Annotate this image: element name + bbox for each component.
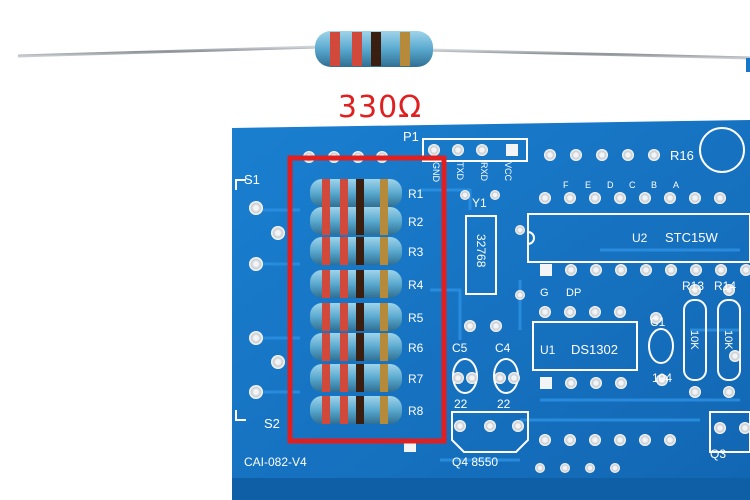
label-s1: S1 bbox=[244, 172, 260, 187]
resistor-r7: R7 bbox=[298, 364, 424, 392]
label-r13-value: 10K bbox=[688, 330, 700, 350]
resistor-r4: R4 bbox=[298, 270, 424, 298]
label-c5: C5 bbox=[452, 341, 468, 355]
resistor-r6: R6 bbox=[298, 333, 424, 361]
label-c4-value: 22 bbox=[497, 397, 511, 411]
highlight-box bbox=[287, 155, 447, 444]
pin-txd: TXD bbox=[455, 162, 465, 181]
label-r13: R13 bbox=[682, 279, 704, 293]
label-r6: R6 bbox=[408, 341, 424, 355]
segment-labels: F E D C B A bbox=[563, 180, 679, 190]
seg-d: D bbox=[607, 180, 614, 190]
label-y1: Y1 bbox=[472, 196, 487, 210]
label-u1: U1 bbox=[540, 343, 556, 357]
seg-a: A bbox=[673, 180, 679, 190]
label-dp: DP bbox=[566, 287, 581, 299]
resistor-r8: R8 bbox=[298, 396, 424, 424]
label-rtc-name: DS1302 bbox=[571, 342, 618, 357]
label-r1: R1 bbox=[408, 187, 424, 201]
label-r5: R5 bbox=[408, 311, 424, 325]
resistor-r5: R5 bbox=[298, 303, 424, 331]
seg-b: B bbox=[651, 180, 657, 190]
label-u2: U2 bbox=[632, 231, 648, 245]
resistor-r2: R2 bbox=[298, 207, 424, 235]
label-c1: C1 bbox=[650, 315, 666, 329]
label-r4: R4 bbox=[408, 278, 424, 292]
label-p1: P1 bbox=[403, 129, 419, 144]
label-crystal-value: 32768 bbox=[474, 234, 488, 268]
label-board-name: CAI-082-V4 bbox=[244, 455, 307, 469]
label-c4: C4 bbox=[495, 341, 511, 355]
silkscreen: S1 S2 P1 R16 Y1 32768 U2 STC15W U1 DS130… bbox=[244, 129, 736, 469]
resistance-caption: 330Ω bbox=[337, 90, 423, 125]
label-r7: R7 bbox=[408, 372, 424, 386]
resistor-r3: R3 bbox=[298, 237, 424, 265]
label-mcu-name: STC15W bbox=[665, 230, 718, 245]
solder-pads bbox=[249, 144, 750, 473]
pin-vcc: VCC bbox=[503, 162, 513, 182]
label-r16: R16 bbox=[670, 148, 694, 163]
label-r14-value: 10K bbox=[722, 330, 734, 350]
label-s2: S2 bbox=[264, 416, 280, 431]
label-r3: R3 bbox=[408, 245, 424, 259]
header-pin-labels: GND TXD RXD VCC bbox=[431, 162, 513, 183]
label-c5-value: 22 bbox=[454, 397, 468, 411]
label-r2: R2 bbox=[408, 215, 424, 229]
resistor-row: R1 R2 R3 R4 R5 bbox=[298, 179, 424, 424]
loose-resistor bbox=[17, 31, 750, 72]
label-q4: Q4 8550 bbox=[452, 455, 498, 469]
seg-f: F bbox=[563, 180, 569, 190]
label-r14: R14 bbox=[714, 279, 736, 293]
resistor-r1: R1 bbox=[298, 179, 424, 207]
label-q3: Q3 bbox=[710, 447, 726, 461]
pin-gnd: GND bbox=[431, 162, 441, 183]
label-c1-value: 104 bbox=[652, 371, 672, 385]
pin-rxd: RXD bbox=[479, 162, 489, 182]
seg-e: E bbox=[585, 180, 591, 190]
label-g: G bbox=[540, 287, 549, 299]
label-r8: R8 bbox=[408, 404, 424, 418]
seg-c: C bbox=[629, 180, 636, 190]
